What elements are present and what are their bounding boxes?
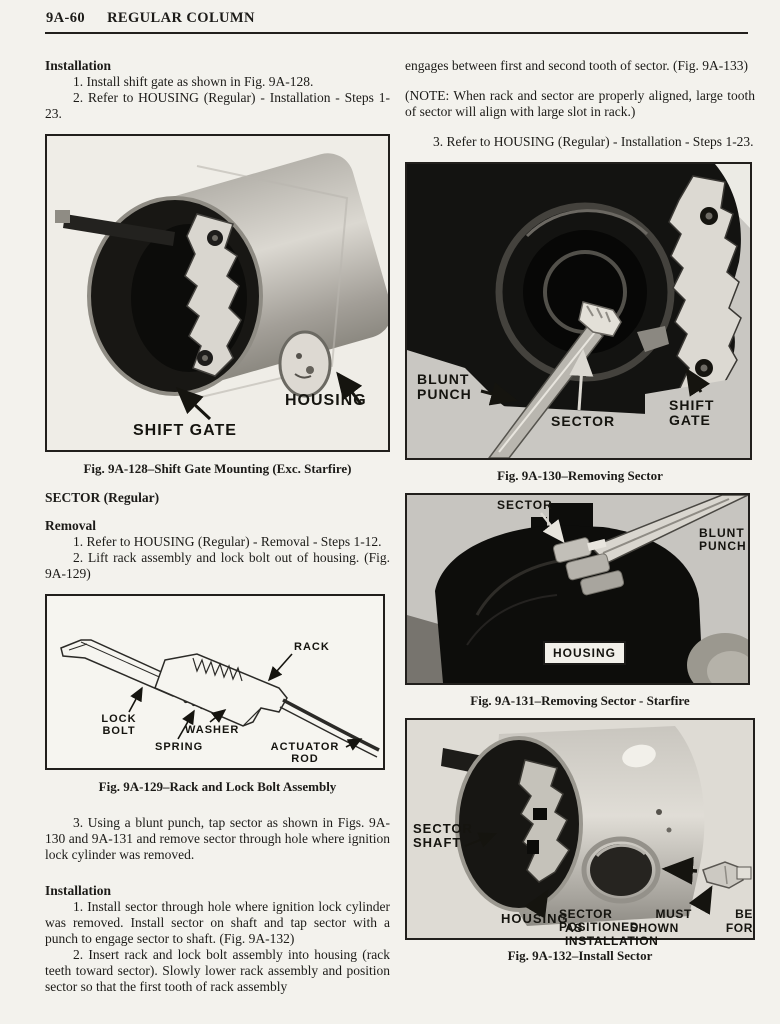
- removing-sector-photo: [407, 164, 750, 458]
- fig-132-caption: Fig. 9A-132–Install Sector: [507, 948, 653, 963]
- figure-9a-129: RACK LOCK BOLT SPRING WASHER ACTUATOR RO…: [45, 594, 385, 770]
- washer-label: WASHER: [185, 724, 240, 736]
- install-sector-photo: [407, 720, 753, 938]
- page-header: 9A-60 REGULAR COLUMN: [46, 10, 746, 27]
- fig-128-caption: Fig. 9A-128–Shift Gate Mounting (Exc. St…: [83, 461, 352, 476]
- housing-arrow: [524, 889, 549, 919]
- spring-label: SPRING: [155, 741, 204, 753]
- header-rule: [45, 32, 748, 34]
- left-column: Installation 1. Install shift gate as sh…: [45, 58, 390, 995]
- installation2-heading: Installation: [45, 883, 112, 898]
- housing-label: HOUSING: [501, 911, 569, 926]
- sector-to-hole-arrow: [661, 856, 698, 885]
- blunt-punch-label: BLUNT PUNCH: [699, 526, 747, 553]
- shift-gate-arrow: [175, 386, 212, 421]
- install-step-2: 2. Refer to HOUSING (Regular) - Installa…: [45, 90, 390, 121]
- lock-bolt-label: LOCK BOLT: [101, 713, 137, 737]
- blunt-punch-label: BLUNT PUNCH: [417, 371, 472, 403]
- installation2-step-2: 2. Insert rack and lock bolt assembly in…: [45, 947, 390, 994]
- fig-129-caption: Fig. 9A-129–Rack and Lock Bolt Assembly: [98, 779, 337, 794]
- rack-label: RACK: [294, 641, 330, 653]
- sector-label: SECTOR: [497, 498, 553, 512]
- sector-label: SECTOR: [551, 413, 616, 429]
- shift-gate-label: SHIFT GATE: [133, 422, 237, 439]
- housing-label: HOUSING: [285, 392, 367, 409]
- sector-arrow: [569, 349, 594, 411]
- actuator-rod-arrow: [345, 738, 363, 751]
- removal-step-2: 2. Lift rack assembly and lock bolt out …: [45, 550, 390, 581]
- fig-130-caption: Fig. 9A-130–Removing Sector: [497, 468, 663, 483]
- install-step-3: 3. Refer to HOUSING (Regular) - Installa…: [433, 134, 754, 149]
- lock-bolt-arrow: [128, 686, 143, 713]
- page-number: 9A-60: [46, 10, 86, 26]
- figure-9a-132: SECTOR SHAFT HOUSING SECTOR MUST BE POSI…: [405, 718, 755, 947]
- figure-9a-130: BLUNT PUNCH SECTOR SHIFT GATE: [405, 162, 752, 460]
- install-step-1: 1. Install shift gate as shown in Fig. 9…: [73, 74, 314, 89]
- removal-step-3: 3. Using a blunt punch, tap sector as sh…: [45, 815, 390, 862]
- rack-arrow: [267, 653, 293, 682]
- shift-gate-label: SHIFT GATE: [669, 397, 715, 429]
- page-title: REGULAR COLUMN: [107, 10, 255, 26]
- shift-gate-arrow: [685, 367, 711, 397]
- blunt-punch-arrow: [480, 382, 518, 406]
- sector-shaft-arrow: [464, 832, 497, 848]
- removal-step-1: 1. Refer to HOUSING (Regular) - Removal …: [73, 534, 382, 549]
- figure-9a-131: SECTOR BLUNT PUNCH HOUSING: [405, 493, 750, 685]
- continuation-text: engages between first and second tooth o…: [405, 58, 749, 73]
- installation-heading: Installation: [45, 58, 112, 73]
- note-text: (NOTE: When rack and sector are properly…: [405, 88, 755, 119]
- positioning-note-line2: AS SHOWN FOR INSTALLATION: [565, 921, 753, 948]
- rack-lock-bolt-drawing: [47, 596, 383, 768]
- right-column: engages between first and second tooth o…: [405, 58, 755, 964]
- shift-gate-photo: [47, 136, 388, 450]
- installation2-step-1: 1. Install sector through hole where ign…: [45, 899, 390, 946]
- removal-heading: Removal: [45, 518, 96, 533]
- housing-arrow: [336, 371, 363, 405]
- figure-9a-128: SHIFT GATE HOUSING: [45, 134, 390, 452]
- sector-shaft-label: SECTOR SHAFT: [413, 821, 473, 851]
- sector-heading: SECTOR (Regular): [45, 490, 160, 505]
- fig-131-caption: Fig. 9A-131–Removing Sector - Starfire: [470, 693, 690, 708]
- housing-label: HOUSING: [543, 641, 627, 665]
- positioning-note-line1: SECTOR MUST BE POSITIONED: [559, 907, 753, 934]
- sector-arrow: [540, 512, 565, 543]
- sector-part-arrow: [688, 885, 713, 915]
- washer-arrow: [209, 709, 227, 723]
- spring-arrow: [177, 709, 195, 740]
- actuator-rod-label: ACTUATOR ROD: [270, 741, 340, 765]
